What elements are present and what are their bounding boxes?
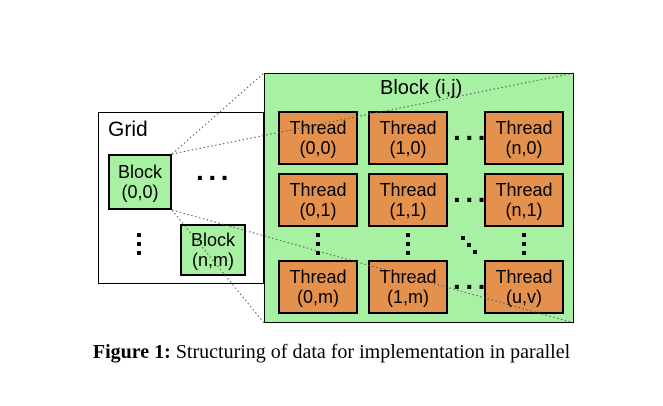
thread-index: (1,0) bbox=[389, 138, 427, 158]
thread-index: (1,1) bbox=[389, 200, 427, 220]
thread-label: Thread bbox=[495, 267, 553, 287]
thread-0-0: Thread (0,0) bbox=[278, 111, 358, 165]
thread-row0-ellipsis: ··· bbox=[453, 122, 490, 153]
thread-index: (0,m) bbox=[297, 287, 339, 307]
thread-coln-vertical-ellipsis bbox=[521, 233, 527, 255]
thread-label: Thread bbox=[289, 118, 347, 138]
grid-horizontal-ellipsis: ··· bbox=[196, 162, 233, 193]
thread-label: Thread bbox=[379, 180, 437, 200]
figure-caption-text: Structuring of data for implementation i… bbox=[170, 341, 571, 363]
grid-block-n-m-line2: (n,m) bbox=[192, 250, 234, 270]
thread-index: (n,0) bbox=[505, 138, 543, 158]
grid-block-n-m-line1: Block bbox=[190, 230, 235, 250]
grid-block-0-0-line2: (0,0) bbox=[121, 182, 159, 202]
thread-index: (n,1) bbox=[505, 200, 543, 220]
thread-0-m: Thread (0,m) bbox=[278, 260, 358, 314]
thread-1-m: Thread (1,m) bbox=[368, 260, 448, 314]
thread-n-0: Thread (n,0) bbox=[484, 111, 564, 165]
thread-rowm-ellipsis: ··· bbox=[453, 271, 490, 302]
thread-index: (0,0) bbox=[299, 138, 337, 158]
figure-caption-prefix: Figure 1: bbox=[92, 341, 171, 363]
thread-n-1: Thread (n,1) bbox=[484, 173, 564, 227]
grid-vertical-ellipsis bbox=[136, 233, 142, 255]
thread-index: (1,m) bbox=[387, 287, 429, 307]
figure-caption: Figure 1: Structuring of data for implem… bbox=[0, 340, 663, 364]
thread-col1-vertical-ellipsis bbox=[405, 233, 411, 255]
thread-label: Thread bbox=[289, 180, 347, 200]
thread-1-1: Thread (1,1) bbox=[368, 173, 448, 227]
thread-label: Thread bbox=[289, 267, 347, 287]
thread-label: Thread bbox=[379, 267, 437, 287]
thread-index: (u,v) bbox=[506, 287, 542, 307]
thread-col0-vertical-ellipsis bbox=[315, 233, 321, 255]
thread-label: Thread bbox=[379, 118, 437, 138]
thread-label: Thread bbox=[495, 118, 553, 138]
thread-row1-ellipsis: ··· bbox=[453, 184, 490, 215]
thread-u-v: Thread (u,v) bbox=[484, 260, 564, 314]
thread-1-0: Thread (1,0) bbox=[368, 111, 448, 165]
grid-block-n-m: Block (n,m) bbox=[180, 224, 246, 276]
grid-block-0-0-line1: Block bbox=[117, 162, 162, 182]
thread-label: Thread bbox=[495, 180, 553, 200]
thread-index: (0,1) bbox=[299, 200, 337, 220]
grid-label: Grid bbox=[108, 118, 148, 141]
grid-block-0-0: Block (0,0) bbox=[108, 154, 172, 210]
thread-0-1: Thread (0,1) bbox=[278, 173, 358, 227]
block-detail-label: Block (i,j) bbox=[380, 77, 463, 99]
